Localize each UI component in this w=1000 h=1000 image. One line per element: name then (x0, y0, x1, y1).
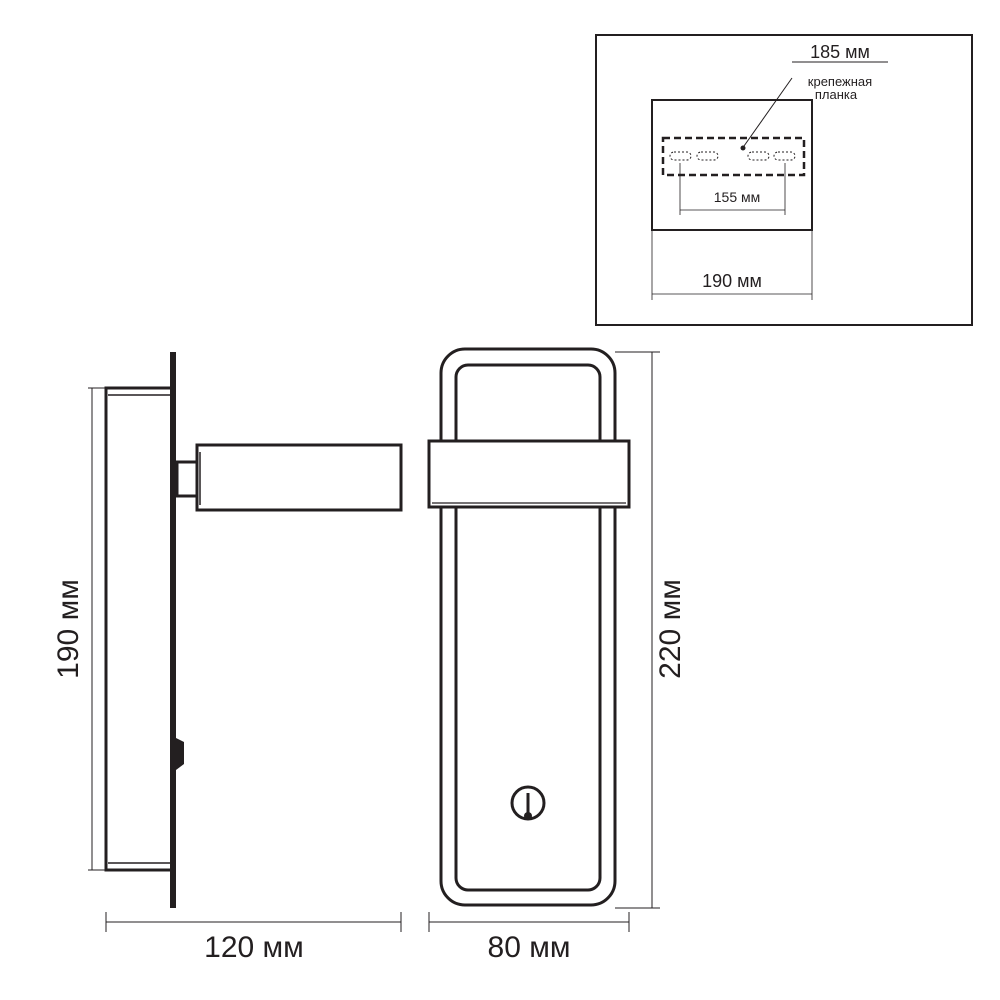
side-view: 190 мм 120 мм (52, 352, 403, 964)
bracket-label-line1: крепежная (808, 74, 872, 89)
side-switch (176, 738, 184, 770)
hole-spacing-label: 155 мм (714, 189, 761, 205)
plate-width-label: 190 мм (702, 271, 762, 291)
side-arm-connector (175, 460, 199, 498)
bracket-leader-line (743, 77, 793, 147)
bracket-center-mark (740, 145, 746, 151)
front-width-label: 80 мм (488, 931, 571, 964)
side-arm (195, 443, 403, 512)
front-inner-frame (454, 363, 602, 892)
mounting-slot (696, 151, 719, 161)
inset-frame (595, 34, 973, 326)
mounting-slot (747, 151, 770, 161)
bracket-length-label: 185 мм (810, 42, 870, 62)
mounting-slot (669, 151, 692, 161)
mounting-slot (773, 151, 796, 161)
power-icon (510, 785, 546, 821)
side-depth-label: 120 мм (204, 931, 304, 964)
mounting-plate (651, 99, 813, 231)
front-arm-band (427, 439, 631, 509)
side-height-label: 190 мм (52, 579, 85, 679)
front-view: 220 мм 80 мм (427, 347, 687, 964)
side-back-box (104, 386, 174, 872)
mounting-inset: 185 мм крепежная планка 155 мм 190 мм (595, 34, 973, 326)
mounting-bracket (661, 136, 806, 177)
front-height-label: 220 мм (654, 579, 687, 679)
bracket-label-line2: планка (815, 87, 858, 102)
front-outer-frame (439, 347, 617, 907)
